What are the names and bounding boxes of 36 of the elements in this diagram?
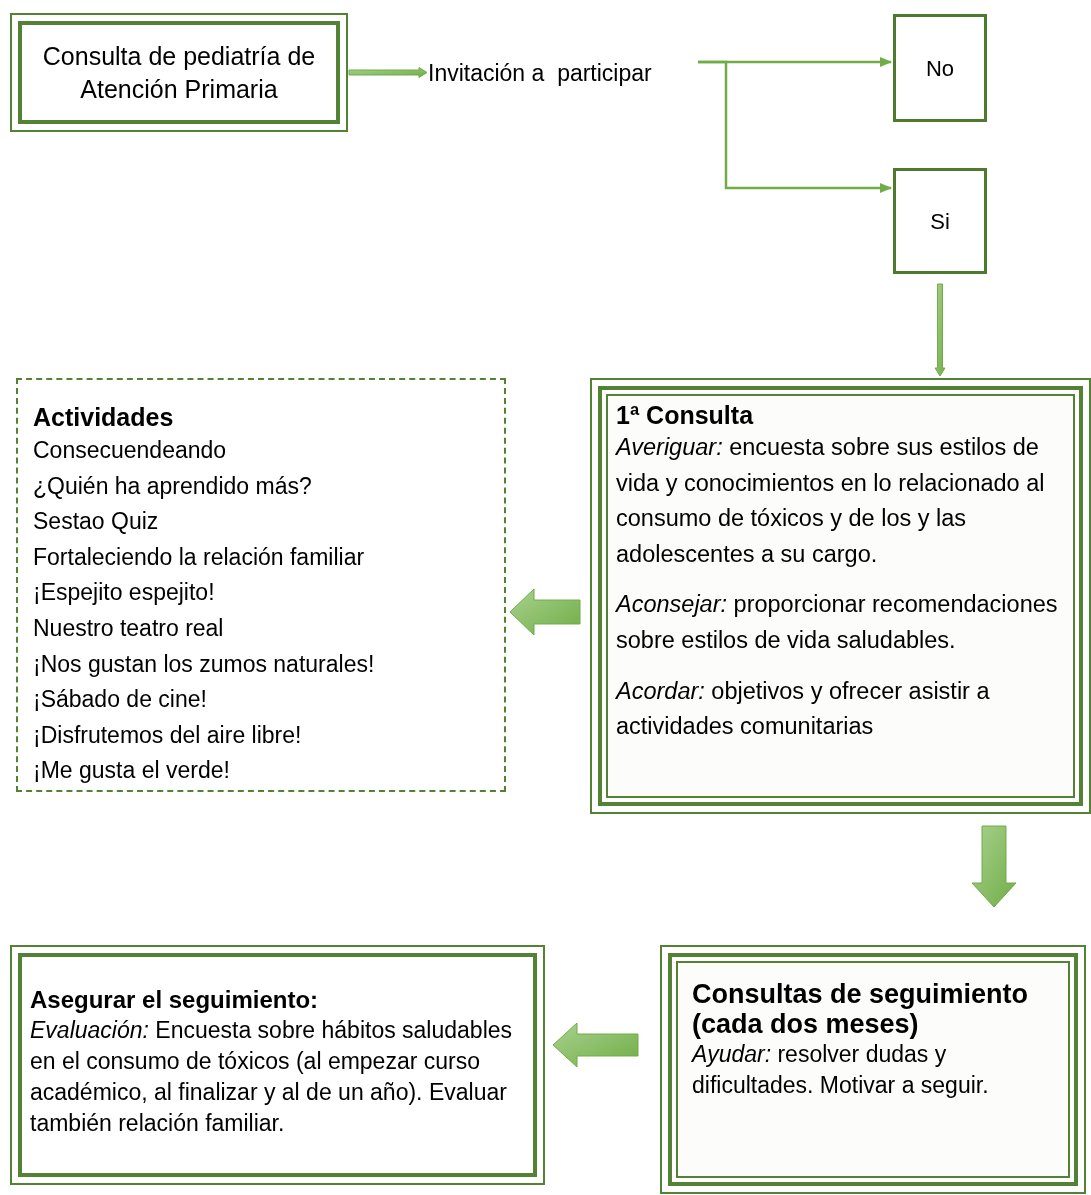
block-arrow [348, 67, 428, 78]
box-text: Aconsejar: proporcionar recomendaciones sobre estilos de vida saludables. [616, 590, 1059, 655]
process-box [590, 378, 1091, 814]
box-text: No [925, 54, 955, 83]
block-arrow [971, 825, 1017, 908]
box-heading: Consultas de seguimiento (cada dos meses) [692, 979, 1030, 1039]
box-text: Fortaleciendo la relación familiar [33, 542, 366, 572]
box-text: Acordar: objetivos y ofrecer asistir a actividades comunitarias [616, 676, 991, 742]
process-box [10, 13, 348, 132]
box-text: Consecuendeando [33, 436, 228, 465]
box-text: Averiguar: encuesta sobre sus estilos de vida y conocimientos en lo relacionado al consumo de tóxicos y de los y las adolescentes a su cargo. [616, 433, 1046, 569]
arrow [698, 60, 892, 193]
process-box [10, 945, 545, 1185]
box-text: Evaluación: Encuesta sobre hábitos saludables en el consumo de tóxicos (al empezar curso académico, al finalizar y al de un año). Evaluar también relación familiar. [30, 1016, 514, 1138]
block-arrow [934, 283, 946, 377]
box-text: ¡Disfrutemos del aire libre! [33, 720, 303, 750]
box-text: Consulta de pediatría de Atención Primaria [41, 40, 317, 105]
box-heading: Actividades [33, 402, 175, 433]
box-text: ¡Nos gustan los zumos naturales! [33, 649, 376, 679]
answer-box [893, 14, 987, 122]
box-text: Si [930, 207, 950, 236]
answer-box [893, 168, 987, 274]
box-text: ¡Sábado de cine! [33, 685, 208, 715]
box-text: ¡Me gusta el verde! [33, 756, 231, 786]
box-heading: Asegurar el seguimiento: [30, 985, 320, 1015]
box-text: Invitación a participar [428, 59, 653, 88]
activities-box [16, 378, 506, 792]
box-text: Sestao Quiz [33, 507, 160, 537]
box-text: Nuestro teatro real [33, 613, 225, 643]
box-text: ¿Quién ha aprendido más? [33, 471, 313, 501]
block-arrow [552, 1022, 639, 1068]
box-text: Ayudar: resolver dudas y dificultades. Motivar a seguir. [692, 1040, 990, 1100]
box-heading: 1ª Consulta [616, 400, 755, 430]
process-box [660, 945, 1086, 1194]
box-text: ¡Espejito espejito! [33, 578, 216, 608]
block-arrow [509, 588, 581, 636]
